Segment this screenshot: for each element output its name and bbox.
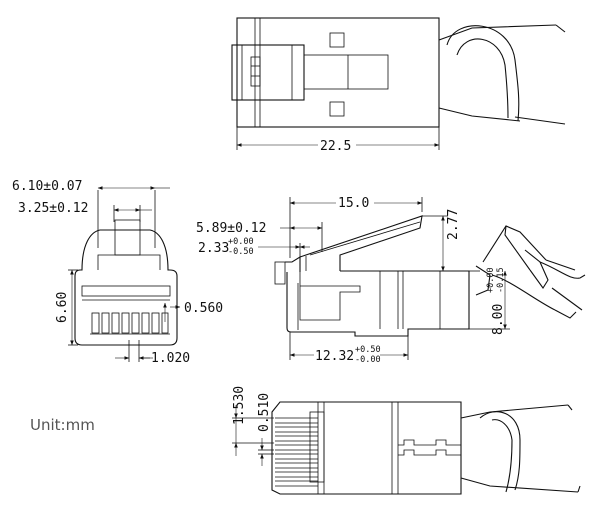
dim-latch-height: 2.77: [446, 209, 461, 240]
dim-length-total: 22.5: [320, 139, 351, 154]
front-contacts: [91, 312, 169, 334]
dim-body-height-tol-top: +0.00: [486, 267, 496, 293]
dim-nose-length-tol-top: +0.50: [355, 345, 381, 355]
dim-latch-step-tol-top: +0.00: [228, 237, 254, 247]
dim-width-latch: 3.25±0.12: [18, 201, 88, 216]
dim-length-side: 15.0: [338, 196, 369, 211]
dim-blade-width: 1.530: [232, 386, 247, 425]
dim-latch-step: 2.33: [198, 241, 229, 256]
dim-body-height-tol-bottom: -0.15: [496, 267, 506, 293]
dim-contact-pitch: 1.020: [151, 351, 190, 366]
dim-nose-length-tol-bottom: -0.00: [355, 355, 381, 365]
dim-blade-gap: 0.510: [257, 393, 272, 432]
dim-body-height: 8.00: [491, 304, 506, 335]
dim-nose-length: 12.32: [315, 349, 354, 364]
unit-label: Unit:mm: [30, 416, 95, 434]
dim-latch-step-tol-bottom: -0.50: [228, 247, 254, 257]
dim-width-body: 6.10±0.07: [12, 179, 82, 194]
bottom-contacts: [275, 417, 318, 487]
top-view: 22.5: [231, 17, 566, 154]
dim-height-front: 6.60: [55, 292, 70, 323]
front-view: 6.10±0.07 3.25±0.12 6.60 0.560 1.020: [12, 179, 223, 366]
bottom-view: 1.530 0.510: [232, 386, 581, 495]
dim-contact-spacing: 0.560: [184, 301, 223, 316]
side-view: 15.0 5.89±0.12 2.33 +0.00 -0.50 2.77 8.0…: [196, 196, 586, 365]
dim-latch-offset: 5.89±0.12: [196, 221, 266, 236]
